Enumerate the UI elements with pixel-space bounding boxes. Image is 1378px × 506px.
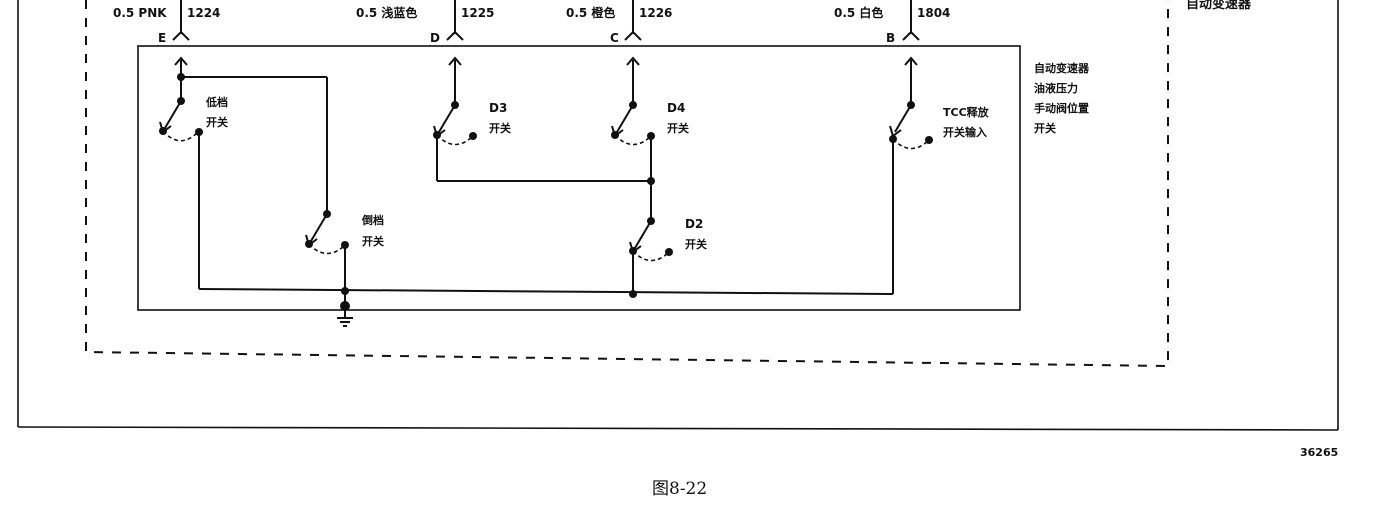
svg-text:倒档: 倒档	[361, 213, 384, 227]
sensor-label: 自动变速器 油液压力 手动阀位置 开关	[1034, 61, 1090, 135]
svg-text:开关: 开关	[362, 234, 384, 248]
svg-text:B: B	[886, 31, 895, 45]
svg-text:低档: 低档	[205, 95, 228, 109]
svg-text:E: E	[158, 31, 166, 45]
component-boundary	[85, 0, 1169, 368]
svg-text:开关: 开关	[206, 115, 228, 129]
svg-text:0.5 橙色: 0.5 橙色	[566, 5, 615, 20]
svg-text:开关: 开关	[685, 237, 707, 251]
svg-text:开关输入: 开关输入	[943, 125, 987, 139]
svg-text:0.5 PNK: 0.5 PNK	[113, 6, 167, 20]
connector-e: 0.5 PNK 1224 E	[113, 0, 220, 45]
reverse-switch: 倒档 开关	[181, 76, 384, 255]
outer-frame	[17, 0, 1339, 431]
tcc-release-switch: TCC释放 开关输入	[889, 101, 990, 150]
figure-caption: 图8-22	[652, 479, 707, 499]
svg-text:1224: 1224	[187, 6, 220, 20]
svg-text:D4: D4	[667, 101, 685, 115]
ground-bus	[198, 132, 894, 311]
low-gear-switch: 低档 开关	[159, 73, 228, 142]
connector-c: 0.5 橙色 1226 C	[566, 0, 672, 45]
figure-code: 36265	[1300, 446, 1338, 459]
ground-icon	[337, 306, 353, 327]
d3-d4-junction	[436, 135, 655, 220]
housing-entry-arrows	[174, 56, 918, 104]
svg-text:油液压力: 油液压力	[1034, 81, 1078, 95]
svg-text:D: D	[430, 31, 440, 45]
d3-switch: D3 开关	[433, 101, 511, 146]
svg-text:自动变速器: 自动变速器	[1034, 61, 1090, 75]
svg-text:C: C	[610, 31, 619, 45]
svg-text:0.5 浅蓝色: 0.5 浅蓝色	[356, 5, 417, 20]
connector-b: 0.5 白色 1804 B	[834, 0, 950, 45]
component-title: 自动变速器	[1186, 0, 1252, 12]
svg-text:1225: 1225	[461, 6, 494, 20]
d2-switch: D2 开关	[629, 217, 707, 262]
svg-text:开关: 开关	[1034, 121, 1056, 135]
connector-d: 0.5 浅蓝色 1225 D	[356, 0, 494, 45]
svg-text:TCC释放: TCC释放	[943, 105, 990, 119]
d4-switch: D4 开关	[611, 101, 689, 146]
svg-text:手动阀位置: 手动阀位置	[1034, 101, 1089, 115]
switch-housing	[137, 45, 1021, 311]
svg-text:开关: 开关	[667, 121, 689, 135]
svg-text:开关: 开关	[489, 121, 511, 135]
svg-text:0.5 白色: 0.5 白色	[834, 5, 883, 20]
svg-text:1226: 1226	[639, 6, 672, 20]
svg-text:1804: 1804	[917, 6, 950, 20]
svg-text:D2: D2	[685, 217, 703, 231]
svg-text:D3: D3	[489, 101, 507, 115]
